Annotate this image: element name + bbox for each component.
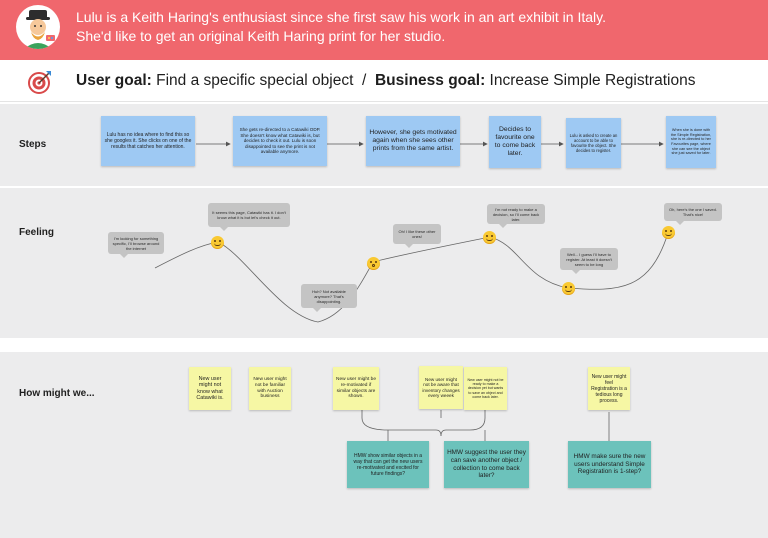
smile-emoji-icon — [211, 236, 224, 249]
business-goal-label: Business goal: — [374, 72, 486, 89]
persona-line-2: She'd like to get an original Keith Hari… — [76, 28, 446, 44]
surprised-emoji-icon — [367, 257, 380, 270]
feeling-bubble-1: I'm looking for something specific, I'll… — [108, 232, 164, 258]
feeling-bubble-3: Huh? Not available anymore? That's disap… — [301, 284, 357, 312]
feeling-bubble-5: I'm not ready to make a decision, so I'l… — [487, 204, 545, 228]
user-goal-label: User goal: — [76, 72, 152, 89]
feeling-bubble-6: Well... I guess I'll have to register. A… — [560, 248, 618, 274]
grin-emoji-icon — [562, 282, 575, 295]
feeling-bubble-2: It seems this page, Catawiki has it. I d… — [208, 203, 290, 231]
feeling-bubble-4: Oh! I like these other ones! — [393, 224, 441, 248]
target-icon — [28, 70, 52, 94]
step-3-note: However, she gets motivated again when s… — [366, 116, 460, 166]
step-5-note: Lulu is asked to create an account to be… — [566, 118, 621, 168]
persona-avatar-icon — [16, 5, 60, 49]
happy-emoji-icon — [662, 226, 675, 239]
feeling-lane-label: Feeling — [19, 227, 55, 238]
persona-banner — [0, 0, 768, 60]
hmw-lane-label: How might we... — [19, 388, 95, 399]
feeling-bubble-7: Oh, here's the one I saved. That's nice! — [664, 203, 722, 225]
step-6-note: When she is done with the Simple Registr… — [666, 116, 716, 168]
hmw-note-1: HMW show similar objects in a way that c… — [347, 441, 429, 488]
insight-note-5: New user might not be ready to make a de… — [464, 367, 507, 410]
insight-note-4: New user might not be aware that invento… — [419, 366, 463, 409]
content-emoji-icon — [483, 231, 496, 244]
step-1-note: Lulu has no idea where to find this so s… — [101, 116, 195, 166]
insight-note-2: New user might not be familiar with Auct… — [249, 367, 291, 410]
goals-bar — [0, 60, 768, 102]
goals-statement: User goal: Find a specific special objec… — [76, 72, 695, 90]
persona-line-1: Lulu is a Keith Haring's enthusiast sinc… — [76, 9, 606, 25]
hmw-note-3: HMW make sure the new users understand S… — [568, 441, 651, 488]
user-goal-text: Find a specific special object — [156, 72, 354, 89]
feeling-lane — [0, 188, 768, 338]
insight-note-3: New user might be re-motivated if simila… — [333, 367, 379, 410]
step-2-note: She gets re-directed to a Catawiki ODP. … — [233, 116, 327, 166]
goal-separator: / — [362, 72, 367, 89]
hmw-note-2: HMW suggest the user they can save anoth… — [444, 441, 529, 488]
step-4-note: Decides to favourite one to come back la… — [489, 116, 541, 168]
insight-note-1: New user might not know what Catawiki is… — [189, 367, 231, 410]
persona-description: Lulu is a Keith Haring's enthusiast sinc… — [76, 8, 756, 46]
insight-note-6: New user might feel Registration is a te… — [588, 367, 630, 410]
business-goal-text: Increase Simple Registrations — [489, 72, 696, 89]
steps-lane-label: Steps — [19, 139, 47, 150]
